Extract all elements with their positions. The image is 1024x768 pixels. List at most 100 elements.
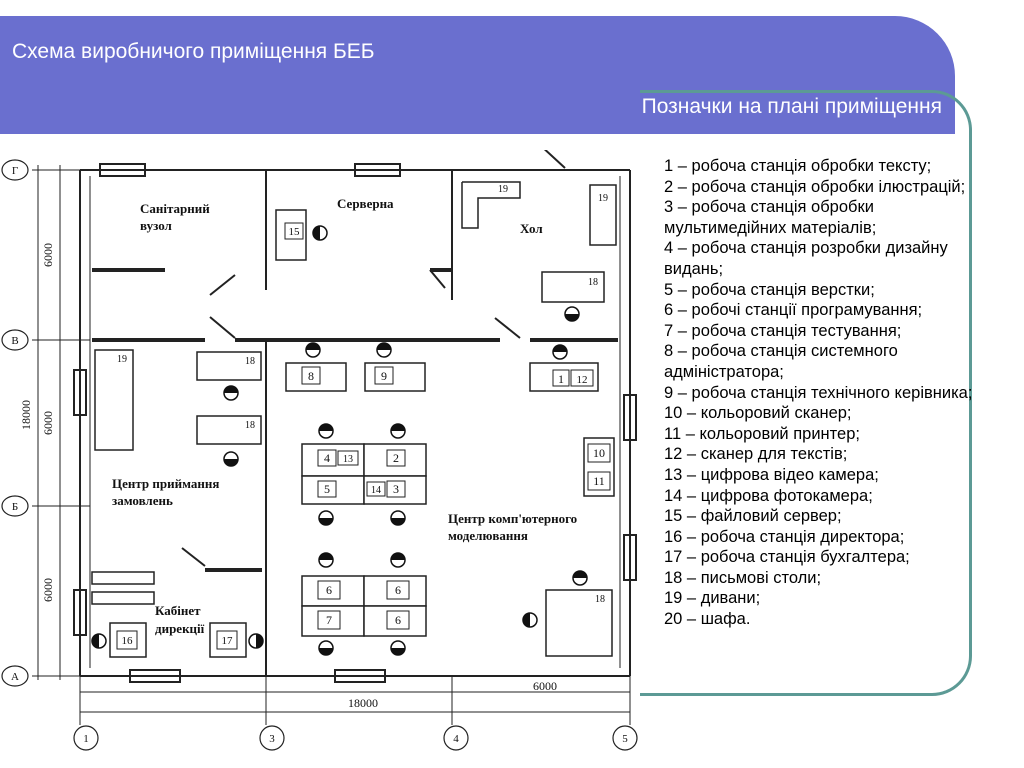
axis-marker-row [1,665,29,687]
item-label-19: 19 [498,184,508,195]
legend-item: 19 – дивани; [664,589,761,608]
legend-item: 17 – робоча станція бухгалтера; [664,548,910,567]
item-label: 6 [395,583,401,597]
legend-item: 14 – цифрова фотокамера; [664,486,873,505]
sofa-19 [94,349,134,451]
door [181,547,206,567]
item-label: 11 [593,474,605,488]
item-label-18: 18 [245,356,255,367]
axis-label: В [11,335,18,347]
dimension-label: 6000 [41,411,55,435]
desk [364,362,426,392]
dimension-label: 18000 [348,696,378,710]
chair-icon-fill [313,226,320,240]
item-label-19: 19 [598,193,608,204]
axis-marker-row [1,159,29,181]
chair-icon-fill [391,518,405,525]
item-label-18: 18 [588,277,598,288]
axis-marker-row [1,329,29,351]
item-label: 10 [593,446,605,460]
chair-icon-fill [319,424,333,431]
chair-icon-fill [256,634,263,648]
axis-marker-col [443,725,469,751]
legend-item: 15 – файловий сервер; [664,507,842,526]
item-label: 6 [326,583,332,597]
axis-marker-col [259,725,285,751]
cabinet [91,591,155,605]
chair-icon-fill [319,518,333,525]
item-label-18: 18 [595,594,605,605]
legend-item: 11 – кольоровий принтер; [664,424,860,443]
item-label: 5 [324,482,330,496]
axis-marker-col [612,725,638,751]
door [494,317,521,339]
axis-label: 3 [269,733,275,745]
desk-18 [541,271,605,303]
legend-item: 4 – робоча станція розробки дизайну вида… [664,239,948,278]
door [429,269,446,289]
room-label: Серверна [337,196,394,211]
legend-item: 16 – робоча станція директора; [664,527,905,546]
dimension-label: 6000 [41,578,55,602]
item-label: 2 [393,451,399,465]
chair-icon-fill [92,634,99,648]
dimension-label: 18000 [19,400,33,430]
window [99,163,146,177]
item-label: 12 [577,374,588,386]
chair-icon-fill [565,314,579,321]
room-label: Кабінет [155,603,201,618]
item-label: 7 [326,613,332,627]
item-label: 17 [222,635,234,647]
slide-title: Схема виробничого приміщення БЕБ [12,40,375,63]
dimension-label: 6000 [41,243,55,267]
axis-label: Б [12,501,18,513]
chair-icon-fill [224,459,238,466]
legend-item: 2 – робоча станція обробки ілюстрацій; [664,177,966,196]
axis-label: 1 [83,733,89,745]
axis-label: 4 [453,733,459,745]
window [334,669,386,683]
chair-icon-fill [391,424,405,431]
room-label: дирекції [155,621,205,636]
sofa-19 [589,184,617,246]
window [354,163,401,177]
item-label: 1 [558,372,564,386]
item-label: 16 [122,635,134,647]
desk-18 [196,415,262,445]
slide-subtitle: Позначки на плані приміщення [641,95,942,118]
legend-item: 13 – цифрова відео камера; [664,465,879,484]
room-label: Центр приймання [112,476,219,491]
room-label: вузол [140,218,172,233]
window [73,369,87,416]
room-label: Санітарний [140,201,210,216]
axis-label: А [11,671,19,683]
legend-list: 1 – робоча станція обробки тексту; 2 – р… [664,156,994,630]
room-label: моделювання [448,528,528,543]
window [73,589,87,636]
legend-item: 12 – сканер для текстів; [664,445,848,464]
legend-item: 1 – робоча станція обробки тексту; [664,157,932,175]
legend-item: 20 – шафа. [664,610,751,629]
door [543,150,566,169]
legend-item: 18 – письмові столи; [664,568,822,587]
item-label: 3 [393,482,399,496]
decorative-frame [640,90,972,696]
legend-item: 8 – робоча станція системного адміністра… [664,342,898,381]
window [129,669,181,683]
title-band [0,16,955,134]
axis-marker-col [73,725,99,751]
room-label: замовлень [112,493,173,508]
item-label-19: 19 [117,354,127,365]
item-label: 6 [395,613,401,627]
chair-icon-fill [523,613,530,627]
chair-icon-fill [319,553,333,560]
chair-icon-fill [553,345,567,352]
axis-label: Г [12,165,18,177]
desk-18 [196,351,262,381]
item-label: 14 [371,485,381,496]
chair-icon-fill [391,648,405,655]
chair-icon-fill [391,553,405,560]
window [623,394,637,441]
legend-item: 7 – робоча станція тестування; [664,321,902,340]
room-label: Центр комп'ютерного [448,511,577,526]
